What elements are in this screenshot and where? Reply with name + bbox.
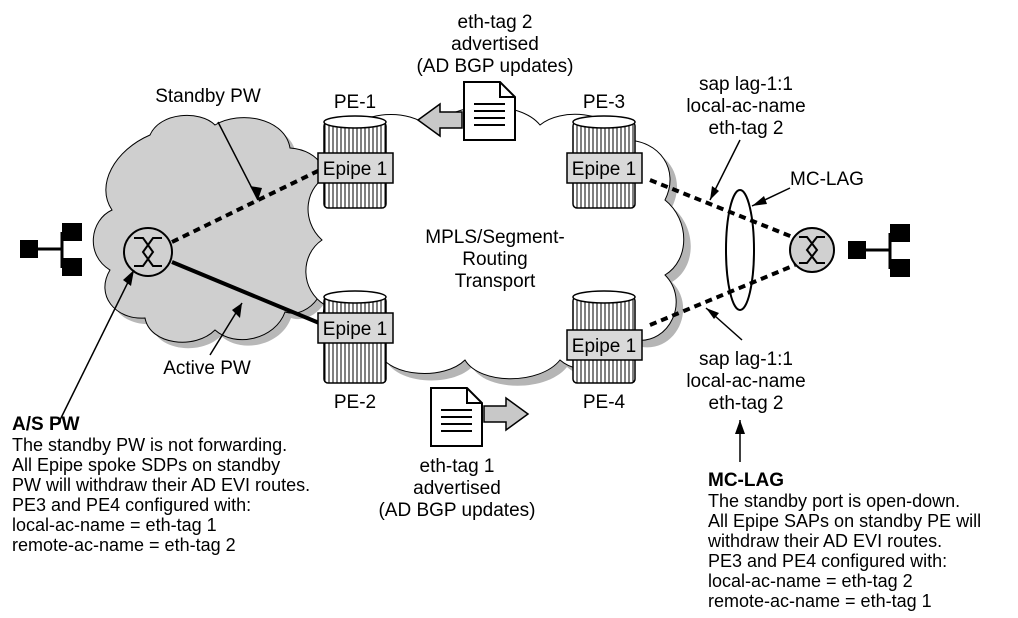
mc-lag-link-bottom bbox=[649, 263, 796, 327]
sap-bottom-line-1: sap lag-1:1 bbox=[699, 349, 793, 370]
pe4-epipe-label: Epipe 1 bbox=[572, 336, 636, 357]
mc-lag-note: MC-LAG The standby port is open-down. Al… bbox=[707, 470, 981, 611]
core-label-line-1: MPLS/Segment- bbox=[425, 227, 564, 248]
sap-top-line-3: eth-tag 2 bbox=[709, 118, 784, 139]
mc-lag-note-title: MC-LAG bbox=[708, 470, 784, 491]
pe3-label: PE-3 bbox=[583, 92, 625, 113]
mc-lag-link-top bbox=[649, 178, 796, 240]
as-pw-note-line-4: PE3 and PE4 configured with: bbox=[12, 495, 251, 515]
as-pw-note-line-5: local-ac-name = eth-tag 1 bbox=[12, 515, 217, 535]
sap-bottom-line-2: local-ac-name bbox=[686, 371, 805, 392]
standby-pw-label: Standby PW bbox=[155, 86, 261, 107]
pe4-epipe-box: Epipe 1 bbox=[566, 329, 643, 361]
mc-lag-label: MC-LAG bbox=[790, 169, 864, 190]
as-pw-note-line-1: The standby PW is not forwarding. bbox=[12, 435, 287, 455]
pe4-label: PE-4 bbox=[583, 392, 626, 413]
as-pw-note-title: A/S PW bbox=[12, 414, 80, 435]
top-document-icon bbox=[463, 81, 516, 141]
mc-lag-note-line-3: withdraw their AD EVI routes. bbox=[707, 531, 942, 551]
pe1-label: PE-1 bbox=[334, 92, 376, 113]
as-pw-pointer bbox=[59, 269, 135, 421]
pe1-epipe-label: Epipe 1 bbox=[323, 159, 387, 180]
access-cloud-icon bbox=[92, 114, 345, 349]
mc-lag-note-line-5: local-ac-name = eth-tag 2 bbox=[708, 571, 913, 591]
core-label-line-3: Transport bbox=[455, 271, 536, 292]
pe2-epipe-box: Epipe 1 bbox=[317, 312, 394, 344]
sap-top-line-1: sap lag-1:1 bbox=[699, 74, 793, 95]
as-pw-note-line-2: All Epipe spoke SDPs on standby bbox=[12, 455, 280, 475]
mc-lag-note-line-1: The standby port is open-down. bbox=[708, 491, 960, 511]
left-host-tree-icon bbox=[20, 223, 82, 276]
active-pw-label: Active PW bbox=[163, 358, 251, 379]
bottom-document-icon bbox=[430, 387, 483, 447]
mc-lag-ellipse bbox=[725, 189, 755, 311]
right-switch-router-icon bbox=[789, 227, 835, 273]
right-host-tree-icon bbox=[848, 224, 910, 277]
as-pw-note: A/S PW The standby PW is not forwarding.… bbox=[12, 414, 310, 555]
pe2-label: PE-2 bbox=[334, 392, 376, 413]
mc-lag-note-line-4: PE3 and PE4 configured with: bbox=[708, 551, 947, 571]
bottom-adv-line-1: eth-tag 1 bbox=[420, 456, 495, 477]
bottom-adv-line-3: (AD BGP updates) bbox=[378, 500, 535, 521]
bottom-block-arrow-icon bbox=[483, 396, 530, 432]
mc-lag-note-line-6: remote-ac-name = eth-tag 1 bbox=[708, 591, 932, 611]
standby-pw-line bbox=[171, 166, 325, 244]
active-pw-line bbox=[171, 260, 325, 327]
bottom-adv-line-2: advertised bbox=[413, 478, 501, 499]
pe2-epipe-label: Epipe 1 bbox=[323, 319, 387, 340]
left-switch-router-icon bbox=[123, 227, 173, 277]
top-block-arrow-icon bbox=[416, 102, 463, 138]
sap-bottom-line-3: eth-tag 2 bbox=[709, 393, 784, 414]
sap-top-line-2: local-ac-name bbox=[686, 96, 805, 117]
as-pw-note-line-6: remote-ac-name = eth-tag 2 bbox=[12, 535, 236, 555]
pe3-epipe-label: Epipe 1 bbox=[572, 159, 636, 180]
mc-lag-note-line-2: All Epipe SAPs on standby PE will bbox=[708, 511, 981, 531]
as-pw-note-line-3: PW will withdraw their AD EVI routes. bbox=[12, 475, 310, 495]
core-label-line-2: Routing bbox=[462, 249, 528, 270]
pe1-epipe-box: Epipe 1 bbox=[317, 152, 394, 184]
top-adv-line-3: (AD BGP updates) bbox=[416, 56, 573, 77]
top-adv-line-1: eth-tag 2 bbox=[458, 12, 533, 33]
top-adv-line-2: advertised bbox=[451, 34, 539, 55]
pe3-epipe-box: Epipe 1 bbox=[566, 152, 643, 184]
